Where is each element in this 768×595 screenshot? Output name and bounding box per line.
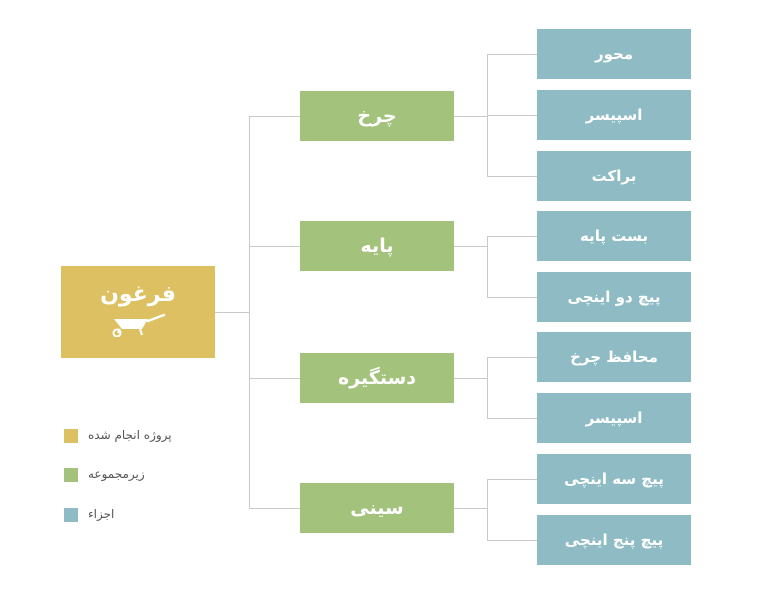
part-node: محافظ چرخ xyxy=(537,332,691,382)
connector-part-3-2 xyxy=(487,418,537,419)
connector-part-2-1 xyxy=(487,236,537,237)
legend-label-subassembly: زیرمجموعه xyxy=(88,467,145,481)
subassembly-node: چرخ xyxy=(300,91,454,141)
connector-sub-1 xyxy=(249,116,300,117)
connector-part-4-2 xyxy=(487,540,537,541)
part-node: اسپیسر xyxy=(537,90,691,140)
part-node: براکت xyxy=(537,151,691,201)
connector-branch-1-out xyxy=(454,116,487,117)
part-node: بست پایه xyxy=(537,211,691,261)
connector-sub-2 xyxy=(249,246,300,247)
root-node: فرغون xyxy=(61,266,215,358)
subassembly-node: دستگیره xyxy=(300,353,454,403)
connector-branch-4-out xyxy=(454,508,487,509)
connector-part-1-2 xyxy=(487,115,537,116)
part-node: پیچ پنج اینچی xyxy=(537,515,691,565)
connector-trunk xyxy=(249,116,250,508)
wheelbarrow-icon xyxy=(108,313,168,343)
legend-label-part: اجزاء xyxy=(88,507,115,521)
root-label: فرغون xyxy=(100,281,176,307)
connector-branch-2-out xyxy=(454,246,487,247)
legend-swatch-project xyxy=(64,429,78,443)
connector-branch-2-vertical xyxy=(487,236,488,297)
connector-part-4-1 xyxy=(487,479,537,480)
connector-part-1-1 xyxy=(487,54,537,55)
connector-sub-4 xyxy=(249,508,300,509)
connector-part-3-1 xyxy=(487,357,537,358)
part-node: اسپیسر xyxy=(537,393,691,443)
connector-branch-3-out xyxy=(454,378,487,379)
part-node: پیچ سه اینچی xyxy=(537,454,691,504)
legend-swatch-subassembly xyxy=(64,468,78,482)
connector-sub-3 xyxy=(249,378,300,379)
subassembly-node: پایه xyxy=(300,221,454,271)
connector-branch-3-vertical xyxy=(487,357,488,418)
part-node: پیچ دو اینچی xyxy=(537,272,691,322)
legend-label-project: پروژه انجام شده xyxy=(88,428,172,442)
connector-part-2-2 xyxy=(487,297,537,298)
connector-part-1-3 xyxy=(487,176,537,177)
connector-root xyxy=(215,312,249,313)
part-node: محور xyxy=(537,29,691,79)
subassembly-node: سینی xyxy=(300,483,454,533)
connector-branch-4-vertical xyxy=(487,479,488,540)
legend-swatch-part xyxy=(64,508,78,522)
